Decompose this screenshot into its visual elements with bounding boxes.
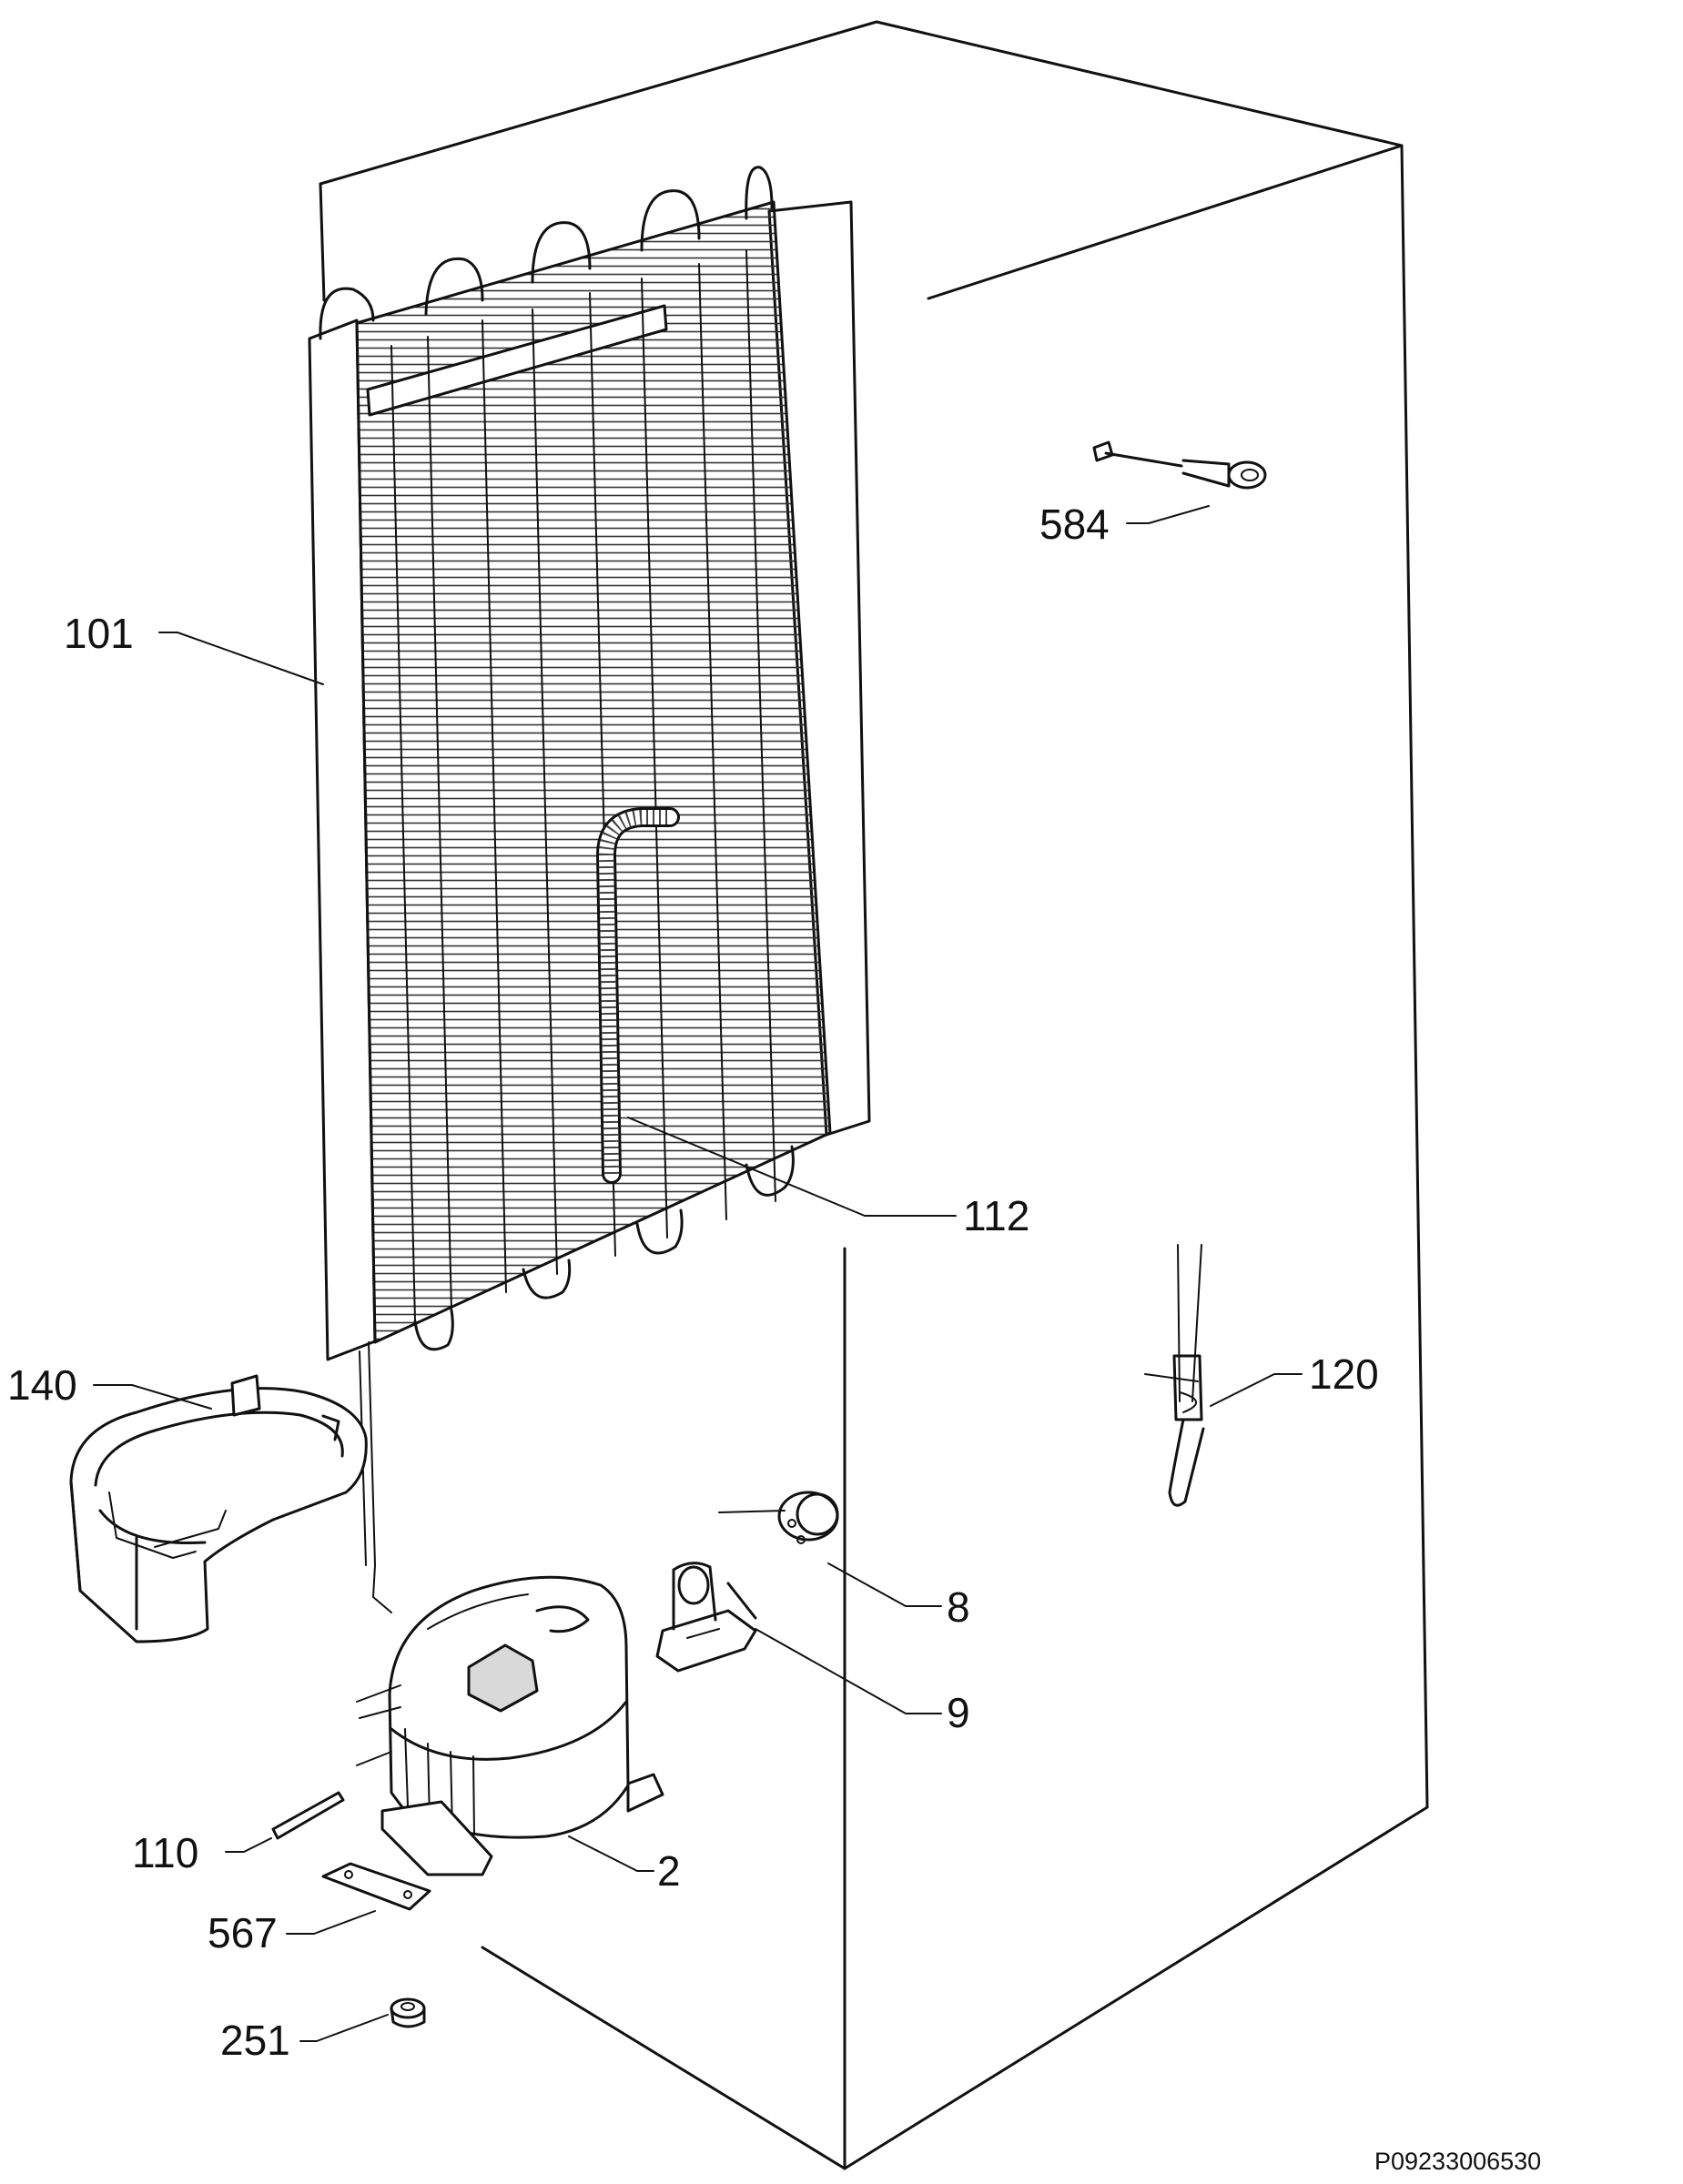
callout-101: 101 <box>64 610 134 657</box>
callout-9: 9 <box>947 1689 970 1736</box>
callout-140: 140 <box>7 1361 77 1409</box>
sensor-bracket <box>1144 1244 1205 1507</box>
drawing-code: P09233006530 <box>1374 2148 1541 2175</box>
fridge-cabinet <box>319 20 1429 2170</box>
compressor <box>356 1575 664 1876</box>
callout-251: 251 <box>220 2017 290 2064</box>
thermostat-sensor <box>1092 440 1267 490</box>
callout-labels: 101 112 140 584 120 8 9 110 2 567 251 P0… <box>7 500 1541 2175</box>
leader-lines <box>93 505 1303 2042</box>
callout-8: 8 <box>947 1583 970 1631</box>
callout-567: 567 <box>208 1909 278 1956</box>
callout-112: 112 <box>963 1192 1029 1239</box>
mounting-plate <box>321 1862 431 1911</box>
callout-584: 584 <box>1039 500 1110 548</box>
callout-110: 110 <box>132 1829 198 1876</box>
callout-2: 2 <box>657 1847 681 1895</box>
condenser <box>308 166 871 1613</box>
overload-relay <box>718 1491 839 1544</box>
callout-120: 120 <box>1309 1350 1379 1398</box>
starter-relay <box>655 1562 757 1673</box>
drip-tray <box>69 1374 368 1643</box>
tube <box>271 1791 345 1840</box>
grommet <box>390 1997 426 2028</box>
